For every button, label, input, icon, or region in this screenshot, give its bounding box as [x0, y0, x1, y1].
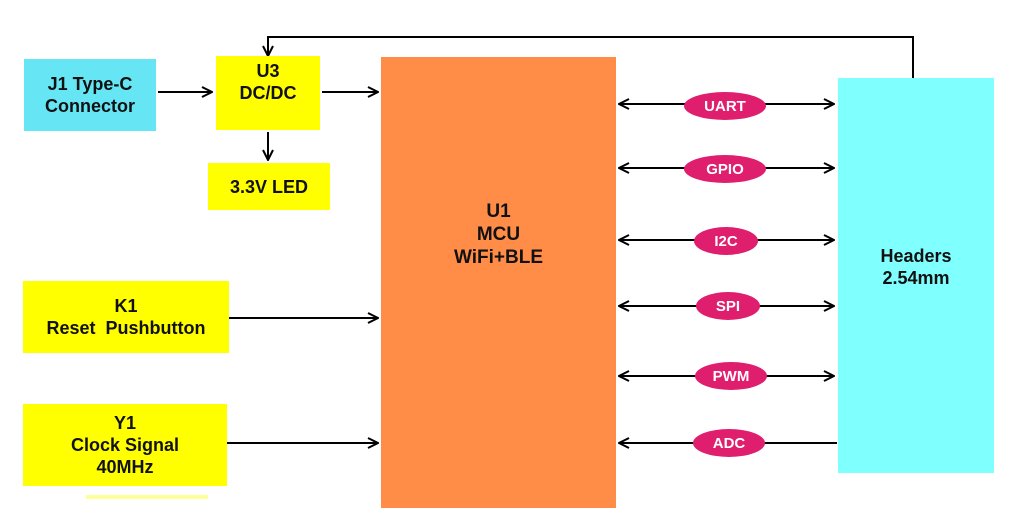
u1-line3: WiFi+BLE — [453, 247, 544, 268]
k1-line1: K1 — [114, 296, 138, 316]
i2c-text: I2C — [714, 232, 738, 250]
y1-line1: Y1 — [113, 413, 137, 433]
u3-line1: U3 — [256, 61, 280, 81]
j1-line1: J1 Type-C — [47, 74, 133, 94]
k1-reset-pushbutton-block: K1 Reset Pushbutton — [23, 281, 229, 353]
headers-line1: Headers — [880, 245, 952, 266]
pwm-text: PWM — [712, 367, 750, 385]
uart-bus-label: UART — [684, 92, 766, 120]
k1-line2: Reset Pushbutton — [46, 318, 206, 338]
y1-underline-decoration — [86, 495, 208, 499]
y1-clock-signal-block: Y1 Clock Signal 40MHz — [23, 404, 227, 486]
j1-type-c-connector-block: J1 Type-C Connector — [24, 59, 156, 131]
y1-line3: 40MHz — [96, 457, 154, 477]
gpio-text: GPIO — [706, 160, 744, 178]
led-3v3-block: 3.3V LED — [208, 163, 330, 210]
spi-text: SPI — [715, 297, 741, 315]
u3-line2: DC/DC — [239, 83, 297, 103]
uart-text: UART — [704, 97, 746, 115]
u3-dcdc-block: U3 DC/DC — [216, 56, 320, 130]
gpio-bus-label: GPIO — [684, 155, 766, 183]
u1-line2: MCU — [476, 224, 521, 245]
u1-mcu-block: U1 MCU WiFi+BLE — [381, 57, 616, 508]
headers-block: Headers 2.54mm — [838, 78, 994, 473]
i2c-bus-label: I2C — [694, 227, 758, 255]
j1-line2: Connector — [45, 96, 135, 116]
feedback-wire — [268, 36, 914, 78]
pwm-bus-label: PWM — [695, 362, 767, 390]
u1-line1: U1 — [486, 201, 511, 222]
y1-line2: Clock Signal — [70, 435, 180, 455]
adc-bus-label: ADC — [693, 429, 765, 457]
led-label: 3.3V LED — [229, 176, 309, 197]
headers-line2: 2.54mm — [882, 267, 950, 288]
adc-text: ADC — [712, 434, 746, 452]
spi-bus-label: SPI — [696, 292, 760, 320]
